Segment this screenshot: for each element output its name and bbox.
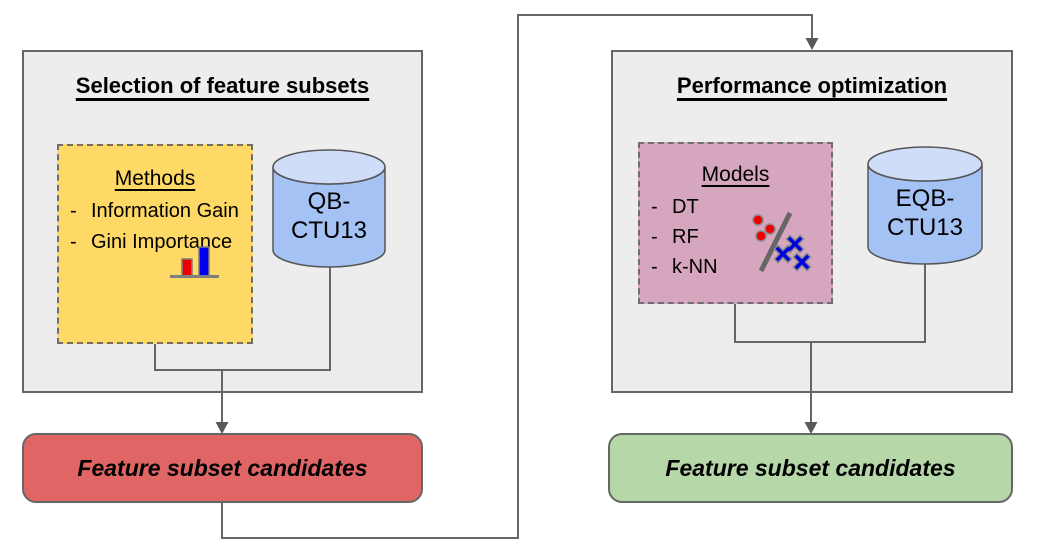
- database-label: QB- CTU13: [272, 187, 386, 245]
- database-cylinder-shape: [867, 146, 983, 265]
- database-label-line1: EQB-: [895, 185, 955, 212]
- methods-heading: Methods: [114, 167, 196, 190]
- list-item-label: Information Gain: [91, 200, 239, 222]
- eqb-ctu13-database: EQB- CTU13: [867, 146, 983, 266]
- right-feature-subset-candidates-box: Feature subset candidates: [608, 433, 1013, 503]
- left-feature-subset-candidates-box: Feature subset candidates: [22, 433, 423, 503]
- list-bullet: -: [651, 196, 658, 218]
- list-item: - Information Gain: [67, 196, 243, 227]
- methods-box: Methods - Information Gain - Gini Import…: [57, 144, 253, 344]
- database-label: EQB- CTU13: [867, 184, 983, 242]
- selection-panel-title: Selection of feature subsets: [75, 73, 370, 98]
- list-bullet: -: [70, 231, 77, 253]
- database-label-line1: QB-: [307, 188, 351, 215]
- list-item: - Gini Importance: [67, 227, 243, 258]
- output-label: Feature subset candidates: [665, 454, 956, 481]
- database-label-line2: CTU13: [290, 217, 368, 244]
- arrowhead-to-optimization-panel: [805, 38, 819, 50]
- scatter-classifier-icon: [752, 211, 812, 273]
- bar-chart-icon: [170, 246, 219, 278]
- database-label-line2: CTU13: [886, 214, 964, 241]
- models-heading: Models: [701, 163, 770, 186]
- list-bullet: -: [70, 200, 77, 222]
- list-bullet: -: [651, 256, 658, 278]
- qb-ctu13-database: QB- CTU13: [272, 149, 386, 269]
- list-bullet: -: [651, 226, 658, 248]
- list-item-label: Gini Importance: [91, 231, 233, 253]
- output-label: Feature subset candidates: [77, 454, 368, 481]
- optimization-panel-title: Performance optimization: [676, 73, 948, 98]
